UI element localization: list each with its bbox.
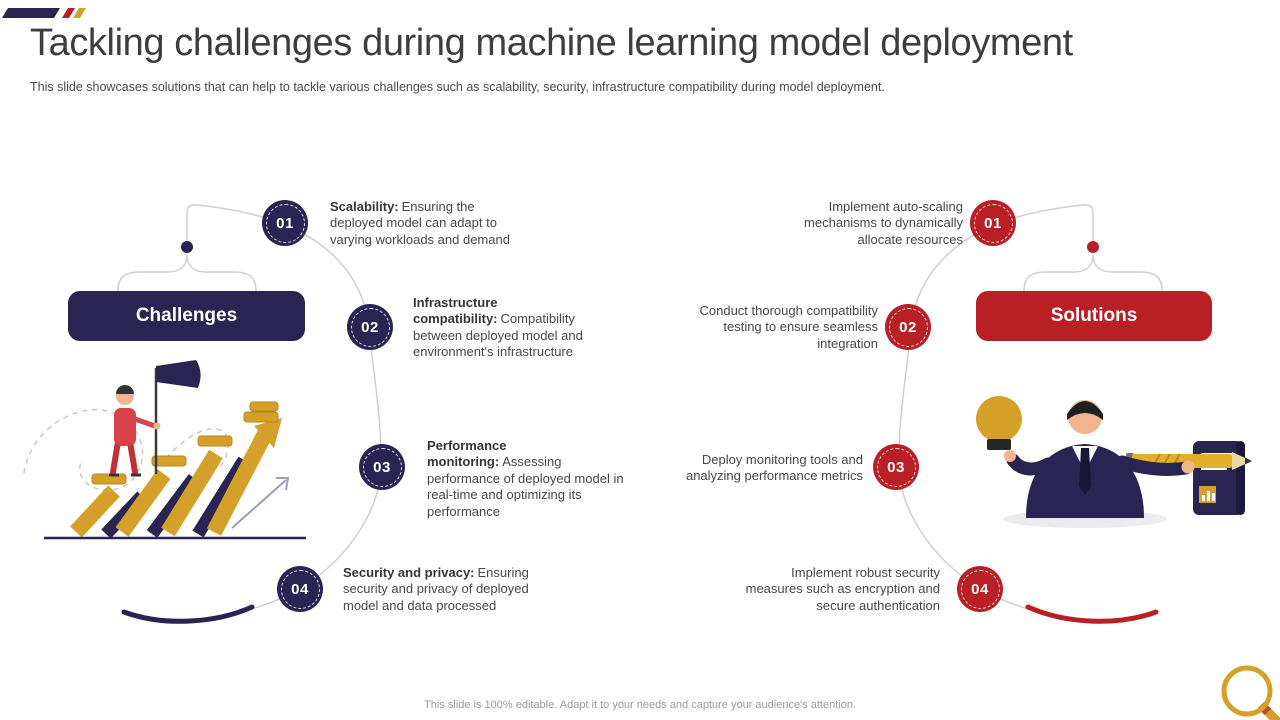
challenge-item-text: Performance monitoring:Assessing perform… xyxy=(427,438,632,520)
challenge-item-lead: Scalability: xyxy=(330,199,399,214)
challenge-item-body: Assessing performance of deployed model … xyxy=(427,454,624,519)
solution-step-3-badge: 03 xyxy=(873,444,919,490)
badge-ring: 03 xyxy=(362,447,402,487)
solutions-header-label: Solutions xyxy=(1050,305,1138,326)
solution-item-text: Implement auto-scaling mechanisms to dyn… xyxy=(770,199,963,248)
badge-ring: 04 xyxy=(280,569,320,609)
step-number: 04 xyxy=(971,580,989,598)
badge-ring: 01 xyxy=(265,203,305,243)
step-number: 01 xyxy=(984,214,1002,232)
challenge-step-3-badge: 03 xyxy=(359,444,405,490)
solution-step-1-badge: 01 xyxy=(970,200,1016,246)
step-number: 02 xyxy=(361,318,379,336)
badge-ring: 01 xyxy=(973,203,1013,243)
challenge-item-text: Scalability:Ensuring the deployed model … xyxy=(330,199,520,248)
solution-item-text: Implement robust security measures such … xyxy=(740,565,940,614)
challenge-item-text: Security and privacy:Ensuring security a… xyxy=(343,565,541,614)
businessman-lightbulb-pencil-icon xyxy=(976,396,1252,528)
magnifier-icon xyxy=(1221,665,1280,720)
challenges-header-label: Challenges xyxy=(135,305,238,326)
challenge-step-2-badge: 02 xyxy=(347,304,393,350)
slide-subtitle: This slide showcases solutions that can … xyxy=(30,80,885,94)
footer-note: This slide is 100% editable. Adapt it to… xyxy=(424,699,856,711)
challenge-step-1-badge: 01 xyxy=(262,200,308,246)
badge-ring: 02 xyxy=(350,307,390,347)
challenge-item-lead: Performance monitoring: xyxy=(427,438,507,470)
solutions-dot xyxy=(1087,241,1099,253)
step-number: 04 xyxy=(291,580,309,598)
solutions-swoosh xyxy=(1025,604,1159,624)
step-number: 02 xyxy=(899,318,917,336)
solution-item-body: Implement auto-scaling mechanisms to dyn… xyxy=(804,199,963,247)
solution-item-text: Deploy monitoring tools and analyzing pe… xyxy=(648,452,863,485)
badge-ring: 03 xyxy=(876,447,916,487)
person-climbing-arrow-stairs-icon xyxy=(23,360,306,540)
challenge-step-4-badge: 04 xyxy=(277,566,323,612)
step-number: 03 xyxy=(373,458,391,476)
slanted-bars-decoration-icon xyxy=(2,8,86,18)
solutions-header-pill: Solutions xyxy=(976,291,1212,341)
page-title: Tackling challenges during machine learn… xyxy=(30,22,1073,64)
challenge-item-lead: Infrastructure compatibility: xyxy=(413,295,498,327)
challenges-dot xyxy=(181,241,193,253)
challenges-swoosh xyxy=(121,604,255,624)
solution-item-body: Conduct thorough compatibility testing t… xyxy=(699,303,879,351)
challenges-header-pill: Challenges xyxy=(68,291,305,341)
step-number: 01 xyxy=(276,214,294,232)
solutions-brace xyxy=(1023,254,1163,292)
badge-ring: 04 xyxy=(960,569,1000,609)
badge-ring: 02 xyxy=(888,307,928,347)
challenges-brace xyxy=(117,254,257,292)
solution-step-4-badge: 04 xyxy=(957,566,1003,612)
challenge-item-text: Infrastructure compatibility:Compatibili… xyxy=(413,295,608,361)
step-number: 03 xyxy=(887,458,905,476)
challenge-item-body: Compatibility between deployed model and… xyxy=(413,311,583,360)
challenge-item-lead: Security and privacy: xyxy=(343,565,475,580)
solution-item-body: Implement robust security measures such … xyxy=(745,565,940,613)
solution-item-body: Deploy monitoring tools and analyzing pe… xyxy=(685,452,863,484)
solution-step-2-badge: 02 xyxy=(885,304,931,350)
solution-item-text: Conduct thorough compatibility testing t… xyxy=(685,303,879,352)
